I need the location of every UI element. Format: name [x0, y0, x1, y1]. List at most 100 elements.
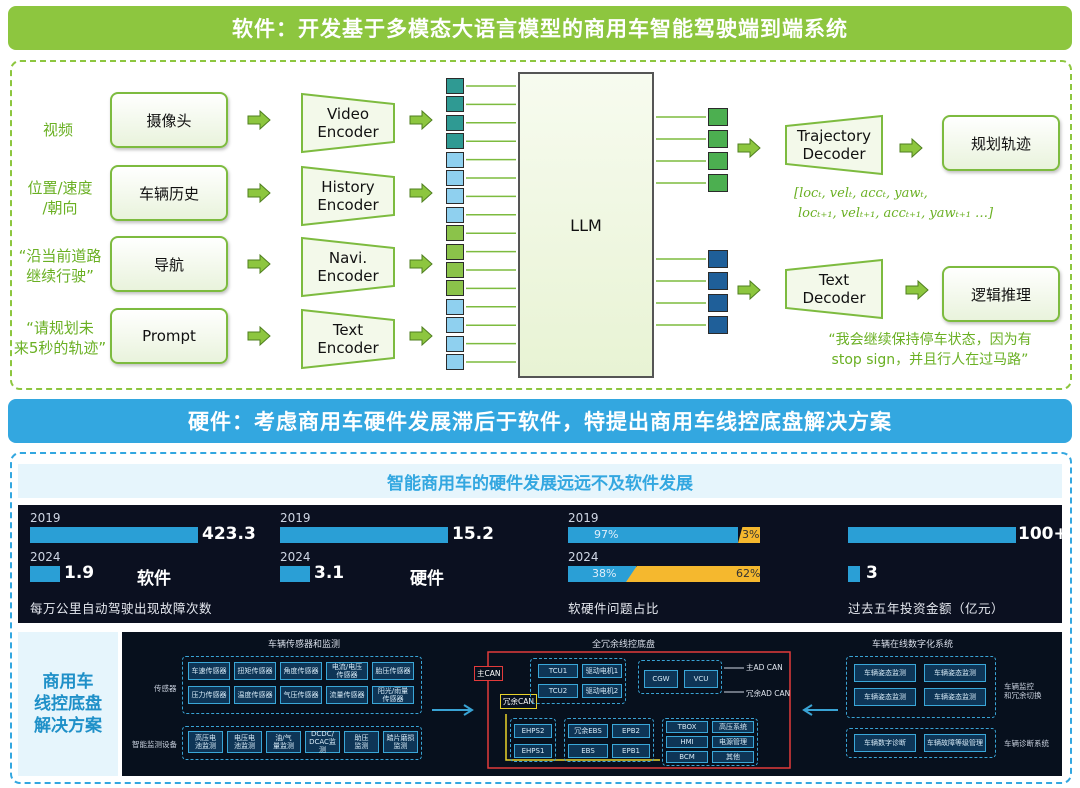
- monitor-chip: 高压电 池监测: [188, 731, 223, 753]
- monitor-chip: DCDC/ DCAC监测: [305, 730, 340, 754]
- sensor-group-label: 传感器: [154, 684, 177, 693]
- text-output-line2: stop sign，并且行人在过马路”: [831, 352, 1029, 368]
- solution-label-box: 商用车 线控底盘 解决方案: [18, 632, 118, 776]
- text-decoder-label: Text Decoder: [802, 271, 866, 307]
- monitoring-group: [846, 656, 996, 718]
- ecu-chip: 驱动电机2: [582, 684, 622, 698]
- text-encoder-label: Text Encoder: [317, 321, 379, 357]
- trajectory-decoder: Trajectory Decoder: [784, 114, 884, 176]
- input-token: [446, 96, 464, 113]
- stat1-val1: 423.3: [202, 524, 256, 544]
- navi-encoder-label: Navi. Encoder: [317, 249, 379, 285]
- stat3-bar2-a: [568, 566, 636, 582]
- sensor-chip: 温度传感器: [234, 686, 276, 704]
- stat4-val1: 100+: [1018, 524, 1068, 544]
- navi-encoder-shape: [301, 236, 395, 298]
- ecu-chip: 冗余EBS: [568, 724, 608, 738]
- history-encoder-shape: [301, 165, 395, 227]
- text-output-example: “我会继续保持停车状态，因为有 stop sign，并且行人在过马路”: [790, 330, 1070, 370]
- ecu-chip: VCU: [684, 670, 718, 688]
- stat2-year2: 2024: [280, 550, 311, 564]
- input-token: [446, 133, 464, 150]
- ecu-chip: CGW: [644, 670, 678, 688]
- ecu-chip: 其他: [712, 751, 754, 763]
- trajectory-formula: [locₜ, velₜ, accₜ, yawₜ, locₜ₊₁, velₜ₊₁,…: [794, 184, 1064, 224]
- sensor-chip: 流量传感器: [326, 686, 368, 704]
- ecu-chip: TCU1: [538, 664, 578, 678]
- monitor-chip: 电压电 池监测: [227, 731, 262, 753]
- hardware-panel: [10, 452, 1072, 784]
- text-decoder: Text Decoder: [784, 258, 884, 320]
- ecu-chip: EPB2: [612, 724, 650, 738]
- can-redundant-label: 冗余CAN: [500, 694, 537, 709]
- stat1-year1: 2019: [30, 511, 61, 525]
- center-section-title: 全冗余线控底盘: [592, 640, 656, 650]
- stat3-year2: 2024: [568, 550, 599, 564]
- trajectory-output-token: [708, 108, 728, 126]
- video-encoder-shape: [301, 92, 395, 154]
- stat3-b1: 3%: [742, 528, 760, 541]
- stat2-bar2: [280, 566, 310, 582]
- input-box-history: 车辆历史: [110, 165, 228, 221]
- solution-label: 商用车 线控底盘 解决方案: [34, 672, 102, 736]
- software-banner: 软件：开发基于多模态大语言模型的商用车智能驾驶端到端系统: [8, 6, 1072, 50]
- steering-group: [510, 718, 556, 762]
- input-token: [446, 335, 464, 352]
- input-token: [446, 243, 464, 260]
- right-section-title: 车辆在线数字化系统: [872, 640, 954, 650]
- input-token: [446, 206, 464, 223]
- stat4-caption: 过去五年投资金额（亿元）: [848, 601, 1005, 616]
- can-main-text: 主CAN: [477, 669, 501, 678]
- llm-block: LLM: [518, 72, 654, 378]
- input-token: [446, 78, 464, 94]
- stat3-caption: 软硬件问题占比: [568, 601, 660, 616]
- output-box-trajectory: 规划轨迹: [942, 115, 1060, 171]
- input-token: [446, 151, 464, 168]
- stat3-bar1-b: [738, 527, 760, 543]
- input-token: [446, 170, 464, 186]
- input-box-camera: 摄像头: [110, 92, 228, 148]
- ecu-chip: EPB1: [612, 744, 650, 758]
- token-connector-lines: [466, 85, 706, 363]
- input-box-history-label: 车辆历史: [138, 184, 199, 203]
- history-encoder-label: History Encoder: [317, 178, 379, 214]
- ecu-chip: 电源管理: [712, 736, 754, 748]
- monitoring-chip: 车辆姿态监测: [854, 688, 916, 706]
- stat1-bar2: [30, 566, 60, 582]
- input-label-prompt: “请规划未 来5秒的轨迹”: [13, 319, 107, 357]
- stat2-val2: 3.1: [314, 563, 345, 583]
- input-token: [446, 317, 464, 334]
- ecu-chip: TBOX: [666, 721, 708, 733]
- stat4-val2: 3: [866, 563, 878, 583]
- monitoring-chip: 车辆姿态监测: [854, 664, 916, 682]
- trajectory-output-token: [708, 152, 728, 170]
- stat3-a2: 38%: [592, 567, 617, 580]
- input-box-prompt: Prompt: [110, 308, 228, 364]
- input-box-navi-label: 导航: [153, 255, 184, 274]
- can-main-label: 主CAN: [474, 666, 504, 681]
- ecu-chip: TCU2: [538, 684, 578, 698]
- diagnosis-side-label: 车辆诊断系统: [1004, 739, 1049, 748]
- ecu-chip: BCM: [666, 751, 708, 763]
- software-banner-title: 软件：开发基于多模态大语言模型的商用车智能驾驶端到端系统: [232, 17, 848, 41]
- input-label-navi: “沿当前道路 继续行驶”: [18, 247, 102, 285]
- stat1-year2: 2024: [30, 550, 61, 564]
- stat1-val2: 1.9: [64, 563, 95, 583]
- input-token: [446, 298, 464, 315]
- input-box-navi: 导航: [110, 236, 228, 292]
- input-token: [446, 225, 464, 242]
- sensor-chip: 角度传感器: [280, 662, 322, 680]
- stat2-val1: 15.2: [452, 524, 494, 544]
- brake-group: [564, 718, 654, 762]
- monitoring-chip: 车辆姿态监测: [924, 688, 986, 706]
- text-output-token: [708, 272, 728, 290]
- stat1-caption: 每万公里自动驾驶出现故障次数: [30, 601, 213, 616]
- stat3-bar2-b: [626, 566, 760, 582]
- text-output-line1: “我会继续保持停车状态，因为有: [828, 332, 1032, 348]
- stat3-year1: 2019: [568, 511, 599, 525]
- monitoring-side-label: 车辆监控 和冗余切换: [1004, 682, 1042, 700]
- hardware-banner: 硬件：考虑商用车硬件发展滞后于软件，特提出商用车线控底盘解决方案: [8, 399, 1072, 443]
- monitor-group-label: 智能监测设备: [132, 740, 177, 749]
- monitoring-chip: 车辆姿态监测: [924, 664, 986, 682]
